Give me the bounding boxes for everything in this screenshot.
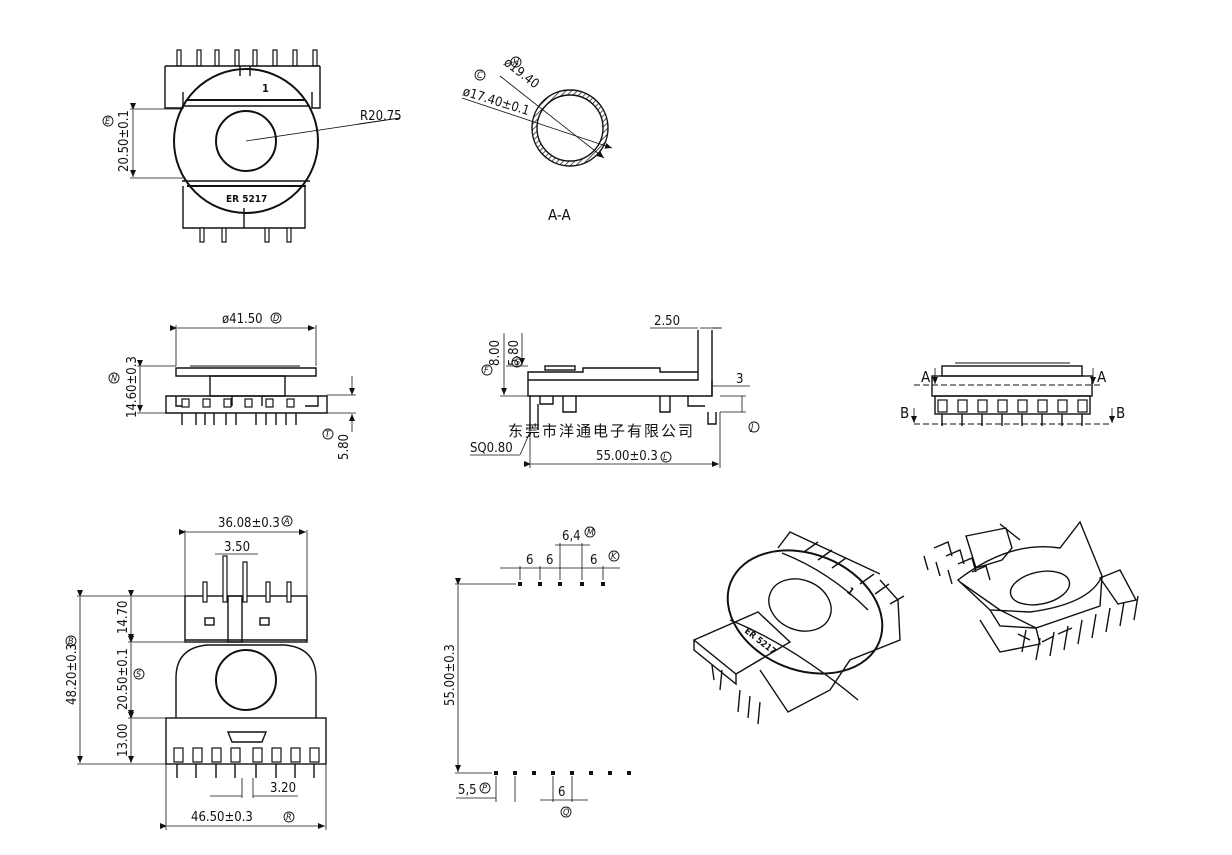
bottom-base-label: 13.00 [116,724,131,757]
bottom-view: 36.08±0.3 A 3.50 48.20±0.3 B 14.70 20.50… [65,515,327,830]
ref-m: M [587,528,594,538]
ref-h: H [513,58,519,68]
layout-6d-label: 6 [558,785,565,800]
iso-pin1-label: 1 [844,586,856,599]
side-top-a-label: 8.00 [488,340,503,366]
isometric-view-bottom [923,520,1139,661]
side-view: 2.50 3 J 8.00 5.80 F G SQ0.80 55.00±0.3 … [470,314,760,468]
pin-layout: 6,4 M 6 6 6 K 55.00±0.3 5,5 P 6 Q [443,526,631,818]
layout-6b-label: 6 [546,553,553,568]
ref-c: C [477,71,483,81]
section-inner-label: ø17.40±0.1 [461,84,531,119]
section-a-a: ø17.40±0.1 ø19.40 C H A-A [461,55,613,224]
ref-b: B [68,637,74,647]
bottom-core-label: 20.50±0.1 [116,648,131,710]
top-height-label: 20.50±0.1 [117,110,132,172]
top-radius-label: R20.75 [360,109,402,124]
watermark-text: 东莞市洋通电子有限公司 [508,422,695,440]
marker-a-left: A [921,368,931,386]
front-pin-label: 5.80 [337,434,352,460]
ref-g: G [514,358,520,368]
ref-l: L [663,453,668,463]
side-flange-label: 2.50 [654,314,680,329]
marker-b-right: B [1116,404,1125,422]
front-diameter-label: ø41.50 [222,312,263,327]
ref-a: A [283,517,290,527]
ref-d: D [273,314,279,324]
front-height-label: 14.60±0.3 [125,356,140,418]
front-view: ø41.50 D 14.60±0.3 N 5.80 T [108,312,356,460]
ref-q: Q [563,808,570,818]
layout-pitch-label: 6,4 [562,529,581,544]
top-view-pin1-label: 1 [262,82,269,95]
ref-t: T [325,430,331,440]
marker-b-left: B [900,404,909,422]
ref-p: P [482,784,487,794]
marker-a-right: A [1097,368,1107,386]
bottom-slot-label: 3.50 [224,540,250,555]
section-title: A-A [548,206,571,224]
ref-k: K [611,552,617,562]
bottom-width-top-label: 36.08±0.3 [218,516,280,531]
layout-span-label: 55.00±0.3 [443,644,458,706]
end-view: A A B B [900,362,1125,426]
bottom-top-block-label: 14.70 [116,601,131,634]
ref-j: J [749,423,754,433]
layout-offset-label: 5,5 [458,783,477,798]
side-length-label: 55.00±0.3 [596,449,658,464]
side-gap-label: 3 [736,372,743,387]
top-view-part-label: ER 5217 [226,194,267,205]
ref-e: E [105,117,111,127]
side-pin-square-label: SQ0.80 [470,441,513,456]
layout-6a-label: 6 [526,553,533,568]
ref-s: S [136,670,141,680]
side-top-b-label: 5.80 [507,340,522,366]
ref-f: F [484,366,489,376]
layout-6c-label: 6 [590,553,597,568]
bottom-pin-label: 3.20 [270,781,296,796]
top-view: 1 ER 5217 R20.75 20.50±0.1 E [102,49,402,243]
bottom-total-label: 48.20±0.3 [65,643,80,705]
isometric-view-top: ER 5217 1 [692,531,905,725]
bottom-width-base-label: 46.50±0.3 [191,810,253,825]
ref-n: N [111,374,117,384]
ref-r: R [286,813,292,823]
